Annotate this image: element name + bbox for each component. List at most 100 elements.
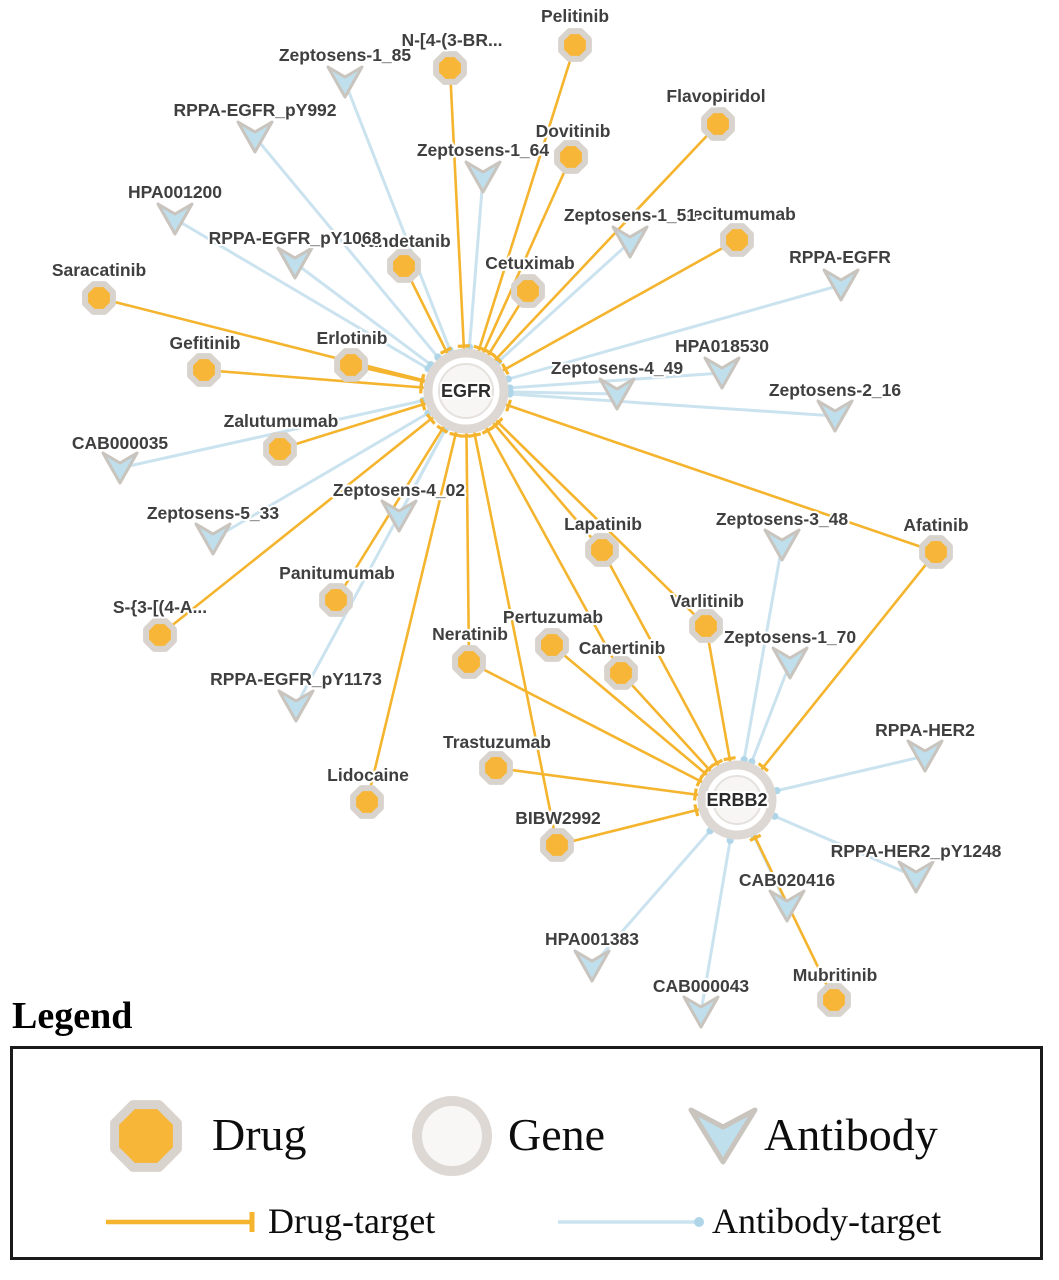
antibody-node-Zeptosens-2_16	[816, 399, 854, 433]
drug-target-edge	[465, 238, 738, 393]
antibody-node-Zeptosens-1_64	[464, 160, 502, 194]
node-label-Zeptosens-1_85: Zeptosens-1_85	[279, 45, 412, 65]
drug-target-edge	[159, 389, 467, 637]
drug-node-Mubritinib	[817, 983, 851, 1017]
node-label-N-[4-(3-BR...: N-[4-(3-BR...	[401, 30, 502, 50]
gene-node-inner-ERBB2	[712, 775, 762, 825]
drug-node-Cetuximab	[511, 274, 545, 308]
antibody-node-CAB020416	[768, 889, 806, 923]
antibody-node-Zeptosens-5_33	[194, 522, 232, 556]
node-label-Pelitinib: Pelitinib	[541, 6, 609, 26]
drug-target-edge	[465, 123, 719, 392]
drug-target-edge	[464, 390, 559, 846]
legend-label-antibody-target: Antibody-target	[712, 1201, 942, 1241]
node-label-Zeptosens-3_48: Zeptosens-3_48	[716, 509, 849, 529]
drug-node-Canertinib	[604, 656, 638, 690]
node-label-Panitumumab: Panitumumab	[279, 563, 395, 583]
drug-node-Zalutumumab	[263, 432, 297, 466]
antibody-node-RPPA-EGFR_pY1068	[276, 246, 314, 280]
antibody-node-Zeptosens-1_51	[611, 225, 649, 259]
node-label-EGFR: EGFR	[441, 381, 491, 401]
drug-node-Gefitinib	[187, 353, 221, 387]
node-label-CAB000043: CAB000043	[653, 976, 750, 996]
node-label-Canertinib: Canertinib	[579, 638, 666, 658]
antibody-node-HPA001200	[156, 202, 194, 236]
node-label-CAB000035: CAB000035	[72, 433, 169, 453]
drug-node-Varlitinib	[689, 609, 723, 643]
antibody-target-edge	[174, 217, 467, 393]
legend-label-gene: Gene	[508, 1109, 606, 1160]
drug-edge-tbar	[419, 398, 427, 411]
drug-edge-tbar	[457, 344, 470, 348]
legend-label-drug-target: Drug-target	[268, 1201, 436, 1241]
antibody-node-RPPA-EGFR_pY992	[236, 120, 274, 154]
drug-target-edge	[464, 156, 573, 392]
drug-node-Saracatinib	[82, 281, 116, 315]
node-label-Afatinib: Afatinib	[903, 515, 968, 535]
drug-edge-tbar	[699, 767, 710, 779]
node-label-S-{3-[(4-A...: S-{3-[(4-A...	[113, 597, 207, 617]
node-label-RPPA-EGFR_pY1173: RPPA-EGFR_pY1173	[210, 669, 382, 689]
node-label-Trastuzumab: Trastuzumab	[443, 732, 551, 752]
drug-edge-tbar	[692, 788, 698, 801]
drug-edge-tbar	[483, 348, 496, 358]
antibody-node-Zeptosens-1_70	[771, 646, 809, 680]
drug-target-edge	[98, 296, 467, 393]
antibody-target-edge-icon	[558, 1217, 704, 1227]
node-label-Zalutumumab: Zalutumumab	[224, 411, 339, 431]
node-label-Cetuximab: Cetuximab	[485, 253, 574, 273]
node-label-RPPA-EGFR: RPPA-EGFR	[789, 247, 891, 267]
drug-node-Panitumumab	[319, 583, 353, 617]
drug-node-S-{3-[(4-A...	[143, 618, 177, 652]
node-label-HPA001200: HPA001200	[128, 182, 222, 202]
node-label-Saracatinib: Saracatinib	[52, 260, 146, 280]
legend-box	[10, 1046, 1043, 1260]
drug-node-N-[4-(3-BR...	[433, 51, 467, 85]
drug-target-edge	[468, 660, 738, 802]
drug-edge-tbar	[419, 374, 425, 388]
drug-edge-tbar	[723, 756, 736, 762]
drug-edge-tbar	[711, 758, 724, 768]
drug-node-Pelitinib	[558, 28, 592, 62]
node-label-Zeptosens-4_49: Zeptosens-4_49	[551, 358, 684, 378]
node-label-CAB020416: CAB020416	[739, 870, 836, 890]
antibody-node-HPA018530	[703, 356, 741, 390]
legend-label-antibody: Antibody	[764, 1109, 938, 1160]
antibody-node-CAB000035	[101, 451, 139, 485]
drug-edge-tbar	[425, 413, 436, 425]
drug-target-edge	[551, 644, 738, 801]
gene-node-inner-EGFR	[438, 363, 494, 419]
node-label-Flavopiridol: Flavopiridol	[666, 86, 765, 106]
antibody-node-RPPA-HER2_pY1248	[897, 860, 935, 894]
drug-node-Trastuzumab	[479, 751, 513, 785]
antibody-target-edge	[465, 283, 842, 393]
node-label-ERBB2: ERBB2	[706, 790, 767, 810]
legend-title: Legend	[12, 995, 133, 1037]
antibody-node-icon	[688, 1107, 758, 1165]
gene-node-icon	[412, 1096, 492, 1176]
node-label-Neratinib: Neratinib	[432, 624, 508, 644]
node-label-Gefitinib: Gefitinib	[170, 333, 241, 353]
drug-edge-tbar	[693, 803, 700, 817]
drug-edge-tbar	[436, 424, 449, 434]
antibody-node-Zeptosens-1_85	[326, 65, 364, 99]
drug-target-edge	[735, 551, 938, 801]
drug-node-Erlotinib	[334, 348, 368, 382]
drug-target-edge	[465, 389, 937, 554]
drug-node-icon	[110, 1100, 182, 1172]
drug-target-edge	[365, 390, 468, 803]
node-label-Lapatinib: Lapatinib	[564, 514, 642, 534]
node-label-Zeptosens-2_16: Zeptosens-2_16	[769, 380, 902, 400]
node-label-Zeptosens-1_70: Zeptosens-1_70	[724, 627, 857, 647]
drug-node-Neratinib	[452, 645, 486, 679]
node-label-RPPA-EGFR_pY992: RPPA-EGFR_pY992	[173, 100, 336, 120]
drug-edge-tbar	[505, 399, 513, 412]
drug-node-Lapatinib	[585, 533, 619, 567]
drug-target-edge	[464, 390, 623, 674]
antibody-node-Zeptosens-3_48	[763, 528, 801, 562]
drug-edge-tbar	[492, 417, 504, 428]
node-label-Zeptosens-1_64: Zeptosens-1_64	[417, 140, 550, 160]
drug-edge-tbar	[468, 432, 482, 438]
node-label-RPPA-HER2: RPPA-HER2	[875, 720, 975, 740]
